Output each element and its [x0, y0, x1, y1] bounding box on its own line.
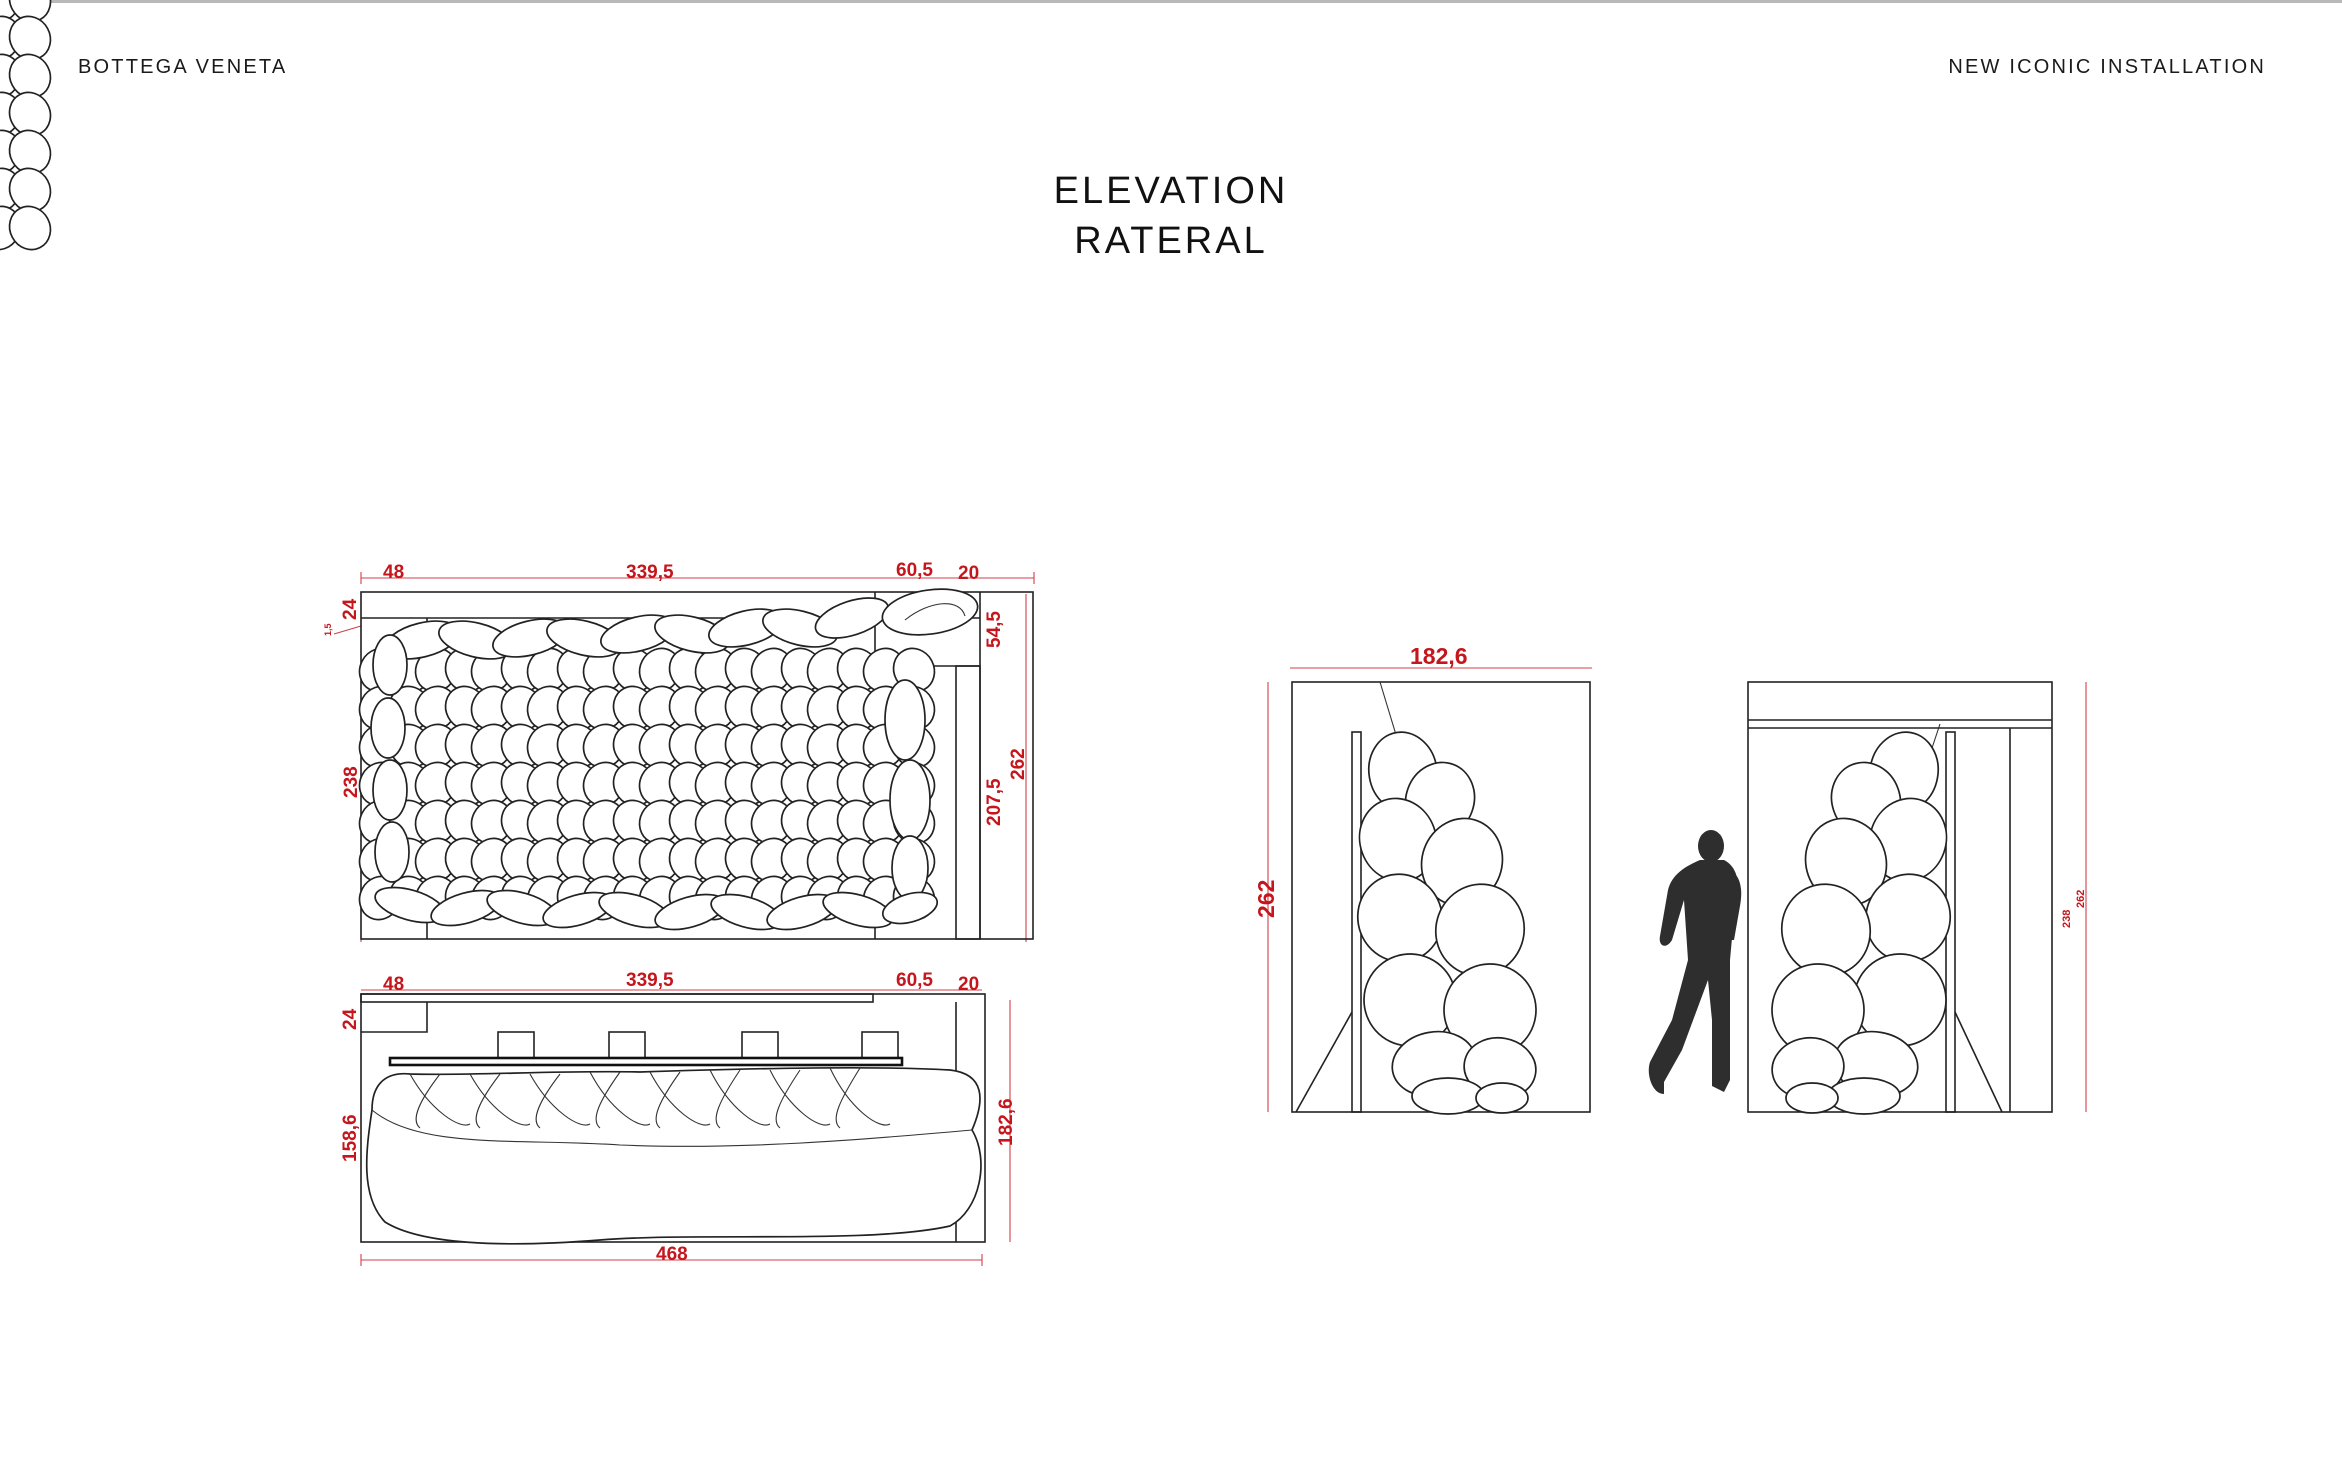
plan-dim-right-height: 182,6: [996, 1098, 1017, 1146]
project-name: NEW ICONIC INSTALLATION: [1948, 56, 2266, 78]
brand-name: BOTTEGA VENETA: [78, 56, 288, 78]
plan-dim-top-mid: 339,5: [626, 970, 674, 991]
plan-dim-bottom-width: 468: [656, 1244, 688, 1265]
side-right-braid: [1771, 731, 1952, 1115]
human-scale-figure: [1648, 830, 1742, 1094]
front-dim-right-total: 262: [1008, 748, 1029, 780]
front-top-braid: [384, 588, 979, 660]
side-left-braid: [1356, 731, 1537, 1115]
side-dim-width: 182,6: [1410, 643, 1468, 669]
front-dim-left-tiny: 1,5: [323, 623, 333, 636]
front-dim-top-mid: 339,5: [626, 562, 674, 583]
title-line-2: RATERAL: [1074, 220, 1268, 262]
front-knit-columns: [0, 0, 943, 928]
plan-view: 48 339,5 60,5 20 24 158,6 182,6 468: [340, 970, 1017, 1266]
side-dim-right-b: 262: [2075, 890, 2087, 908]
front-dim-left-top: 24: [340, 598, 361, 620]
front-dim-top-left: 48: [383, 562, 404, 583]
front-dim-left-height: 238: [341, 766, 362, 798]
plan-dim-left-top: 24: [340, 1008, 361, 1030]
front-bottom-braid: [374, 886, 939, 931]
front-dim-top-far: 20: [958, 563, 979, 584]
front-dim-right-top: 54,5: [984, 611, 1005, 648]
plan-dim-top-right: 60,5: [896, 970, 933, 991]
front-elevation: 48 339,5 60,5 20 24 1,5 238 54,5 207,5 2…: [0, 0, 1035, 942]
top-border: [0, 0, 2342, 3]
page-title: ELEVATION RATERAL: [0, 166, 2342, 266]
plan-dim-top-left: 48: [383, 974, 404, 995]
plan-braid: [365, 1066, 982, 1245]
side-elevation-left: 182,6 262: [1253, 643, 1592, 1115]
front-dim-right-mid: 207,5: [984, 778, 1005, 826]
front-dim-top-right: 60,5: [896, 560, 933, 581]
side-elevation-right: 238 262: [1747, 681, 2087, 1115]
side-dim-height: 262: [1253, 880, 1279, 918]
title-line-1: ELEVATION: [1053, 170, 1289, 212]
side-dim-right-a: 238: [2061, 910, 2073, 928]
plan-dim-top-far: 20: [958, 974, 979, 995]
plan-dim-left-height: 158,6: [340, 1114, 361, 1162]
front-left-knots: [370, 634, 931, 901]
